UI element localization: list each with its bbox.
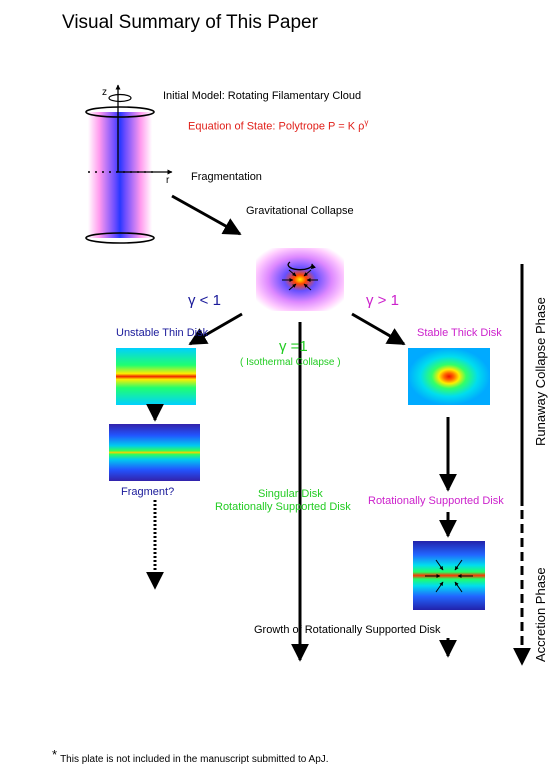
accretion-phase-label: Accretion Phase — [533, 567, 548, 662]
isothermal-label: ( Isothermal Collapse ) — [240, 357, 341, 368]
footnote: *This plate is not included in the manus… — [52, 747, 329, 765]
accretion-disk-image — [413, 541, 485, 610]
runaway-phase-label: Runaway Collapse Phase — [533, 297, 548, 446]
cylinder-cloud — [85, 106, 158, 244]
stable-thick-disk-label: Stable Thick Disk — [417, 327, 502, 339]
rotational-disk-label: Rotationally Supported Disk — [368, 495, 504, 507]
axis-z-label: z — [102, 87, 107, 98]
fragmentation-label: Fragmentation — [191, 171, 262, 183]
singular-rotational-label: Rotationally Supported Disk — [215, 501, 351, 513]
thick-disk-image — [408, 348, 490, 405]
axes-icon — [108, 84, 173, 175]
thin-disk-image — [116, 348, 196, 405]
unstable-thin-disk-label: Unstable Thin Disk — [116, 327, 209, 339]
fragment-label: Fragment? — [121, 486, 175, 498]
singular-disk-label: Singular Disk — [258, 488, 323, 500]
arrow-gamma-lt — [188, 312, 243, 346]
page-title: Visual Summary of This Paper — [62, 12, 318, 33]
gravitational-collapse-label: Gravitational Collapse — [246, 205, 354, 217]
gamma-lt-label: γ < 1 — [188, 292, 221, 309]
fragment-disk-image — [109, 424, 200, 481]
arrow-gamma-gt — [351, 312, 406, 346]
gamma-gt-label: γ > 1 — [366, 292, 399, 309]
arrow-to-collapse — [171, 194, 242, 236]
initial-model-label: Initial Model: Rotating Filamentary Clou… — [163, 90, 362, 102]
footnote-star: * — [52, 747, 58, 762]
collapse-core-image — [256, 248, 344, 311]
gamma-eq-label: γ =1 — [279, 338, 308, 355]
growth-label: Growth of Rotationally Supported Disk — [254, 624, 441, 636]
axis-r-label: r — [166, 175, 170, 186]
equation-of-state-label: Equation of State: Polytrope P = K ργ — [188, 118, 369, 133]
